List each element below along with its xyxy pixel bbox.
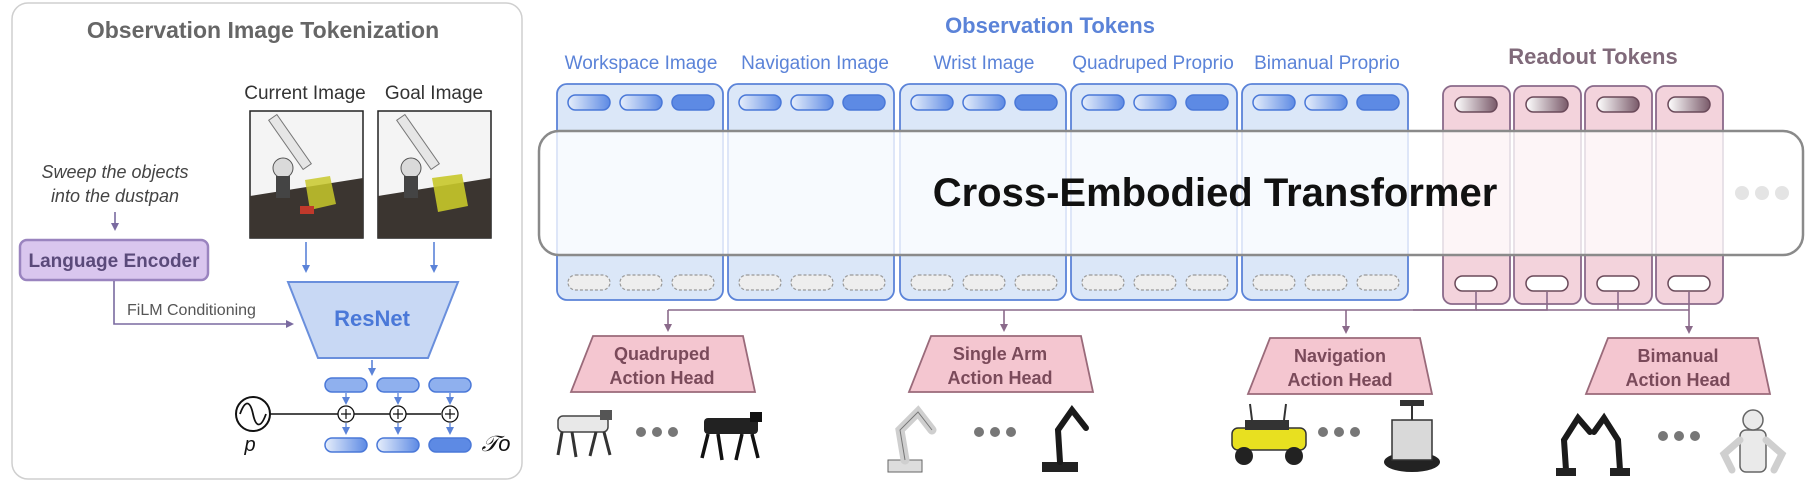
action-head-quadruped: Quadruped Action Head [569,335,757,393]
action-head-line1: Quadruped [614,344,710,364]
output-token-slot [910,274,954,291]
observation-token [1356,94,1400,111]
action-head-line1: Bimanual [1637,346,1718,366]
readout-token [1667,96,1711,113]
mobile-base-icon [1384,400,1440,472]
robot-arm-white-icon [887,405,937,473]
readout-token [1454,96,1498,113]
quadruped-white-icon [556,410,612,458]
observation-token [738,94,782,111]
readout-output-token [1454,275,1498,292]
output-token-slot [962,274,1006,291]
action-head-line1: Single Arm [953,344,1047,364]
action-head-line2: Action Head [1625,370,1730,390]
observation-group-label: Workspace Image [565,53,718,74]
language-encoder-label: Language Encoder [28,251,200,272]
output-token-slot [738,274,782,291]
observation-group-label: Wrist Image [933,53,1034,74]
observation-token [1014,94,1058,111]
tokenization-title: Observation Image Tokenization [87,17,439,43]
readout-token [1525,96,1569,113]
output-token-slot [842,274,886,291]
observation-token [1185,94,1229,111]
observation-token [1252,94,1296,111]
language-encoder-box [18,238,210,282]
observation-group-label: Navigation Image [741,53,889,74]
action-head-navigation: Navigation Action Head [1246,337,1434,395]
output-token-slot [1356,274,1400,291]
observation-group-label: Bimanual Proprio [1254,53,1400,74]
observation-tokens-title: Observation Tokens [945,13,1155,38]
current-image [249,110,364,239]
positional-embedding: p [235,396,459,456]
readout-token [1596,96,1640,113]
observation-token [671,94,715,111]
action-head-line2: Action Head [947,368,1052,388]
readout-connections [664,292,1693,334]
instruction-line-1: Sweep the objects [41,162,188,182]
goal-image-label: Goal Image [385,83,483,104]
dots-icon [636,427,678,437]
output-token-slot [1252,274,1296,291]
action-head-line2: Action Head [609,368,714,388]
action-head-line1: Navigation [1294,346,1386,366]
bimanual-white-icon [1719,409,1787,474]
dots-icon [1318,427,1360,437]
ellipsis-icon [1735,186,1789,200]
robot-arm-black-icon [1042,404,1089,472]
readout-output-token [1667,275,1711,292]
action-head-line2: Action Head [1287,370,1392,390]
output-token-slot [790,274,834,291]
observation-token [1133,94,1177,111]
resnet-label: ResNet [334,306,410,331]
observation-token [790,94,834,111]
readout-output-token [1596,275,1640,292]
observation-token [567,94,611,111]
readout-output-token [1525,275,1569,292]
current-image-label: Current Image [244,83,365,104]
film-arrow [113,281,294,328]
action-head-bimanual: Bimanual Action Head [1584,337,1772,395]
tokenization-panel: Observation Image Tokenization Current I… [11,2,523,480]
observation-token [842,94,886,111]
observation-token [1081,94,1125,111]
goal-image [377,110,492,239]
image-token-row-top [324,377,472,393]
transformer-label: Cross-Embodied Transformer [933,171,1498,215]
mobile-rover-icon [1231,403,1307,465]
observation-token [910,94,954,111]
dots-icon [1658,431,1700,441]
observation-token [619,94,663,111]
action-head-single-arm: Single Arm Action Head [907,335,1095,393]
output-token-slot [671,274,715,291]
p-label: p [243,434,255,456]
observation-token [962,94,1006,111]
output-token-slot [1014,274,1058,291]
resnet-block [286,281,460,359]
quadruped-black-icon [700,412,762,461]
tau-o-label: 𝒯o [481,431,510,456]
output-token-slot [619,274,663,291]
observation-group-label: Quadruped Proprio [1072,53,1234,74]
output-token-slot [1304,274,1348,291]
instruction-line-2: into the dustpan [51,186,179,206]
observation-token [1304,94,1348,111]
output-token-slot [1185,274,1229,291]
output-token-slot [1133,274,1177,291]
output-token-slot [567,274,611,291]
bimanual-black-icon [1556,412,1630,476]
transformer-block [537,129,1805,257]
output-token-slot [1081,274,1125,291]
dots-icon [974,427,1016,437]
image-token-row-bottom [324,437,472,453]
film-label: FiLM Conditioning [127,302,256,319]
readout-tokens-title: Readout Tokens [1508,44,1678,69]
